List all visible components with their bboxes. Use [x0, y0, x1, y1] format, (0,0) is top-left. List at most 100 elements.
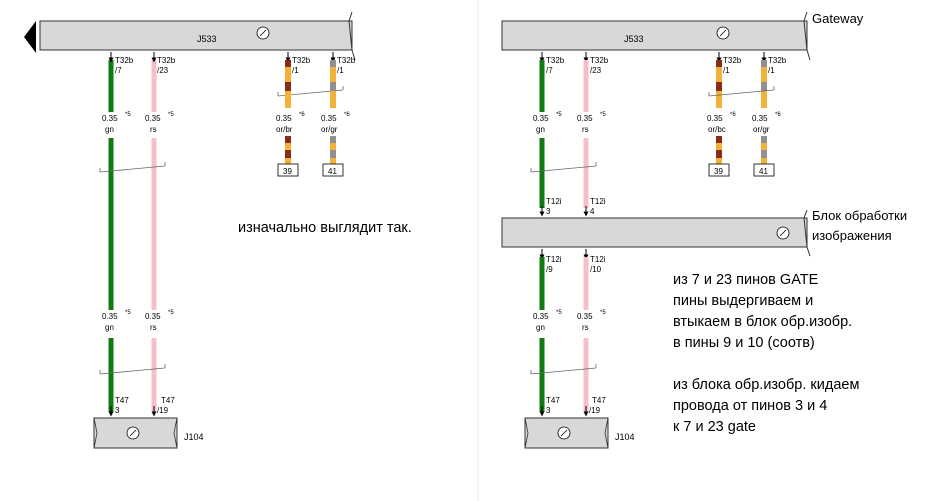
pin-label: T12i	[590, 255, 606, 264]
annotation-line: провода от пинов 3 и 4	[673, 398, 827, 414]
ref-box[interactable]	[708, 163, 730, 177]
ref-number: 39	[714, 167, 723, 176]
wire-color: or/br	[276, 125, 293, 134]
pin-label: T47	[115, 396, 129, 405]
wire-or-br-left	[285, 60, 291, 164]
pin-label: T12i	[546, 197, 562, 206]
wire-size: 0.35	[145, 114, 161, 123]
wire-size: 0.35	[577, 114, 593, 123]
annotation-line: в пины 9 и 10 (соотв)	[673, 335, 815, 351]
wire-size: 0.35	[577, 312, 593, 321]
continuation-arrow[interactable]	[24, 21, 36, 53]
wire-sup: *6	[299, 112, 305, 118]
wire-sup: *6	[344, 112, 350, 118]
ref-number: 41	[759, 167, 768, 176]
pin-label: T32b	[292, 56, 311, 65]
pin-label: T32b	[115, 56, 134, 65]
wire-color: gn	[536, 125, 545, 134]
break-mark	[708, 86, 775, 97]
annotation-line: втыкаем в блок обр.изобр.	[673, 314, 852, 330]
wire-color: rs	[582, 125, 589, 134]
wire-or-bc-right	[716, 60, 722, 164]
pin-number: 3	[546, 207, 551, 216]
wire-color: gn	[105, 323, 114, 332]
ref-number: 41	[328, 167, 337, 176]
pin-label: T47	[161, 396, 175, 405]
wire-or-gr-left	[330, 60, 336, 164]
wire-sup: *6	[775, 112, 781, 118]
pin-number: /1	[768, 66, 775, 75]
wire-color: rs	[582, 323, 589, 332]
module-label: изображения	[812, 228, 892, 243]
pin-number: /1	[337, 66, 344, 75]
pin-number: /9	[546, 265, 553, 274]
wire-size: 0.35	[102, 114, 118, 123]
instruction-annotation: из 7 и 23 пинов GATE пины выдергиваем и …	[673, 272, 859, 435]
break-mark	[530, 364, 597, 375]
pin-number: /23	[157, 66, 169, 75]
pin-number: /23	[590, 66, 602, 75]
ref-box[interactable]	[277, 163, 299, 177]
control-unit-icon	[557, 426, 571, 440]
gateway-id-left: J533	[197, 34, 217, 44]
right-panel: Gateway J533 T32b /7 T32b /23 T32b /1 T3…	[501, 11, 907, 449]
ref-box[interactable]	[753, 163, 775, 177]
pin-number: 3	[546, 406, 551, 415]
wire-size: 0.35	[533, 312, 549, 321]
wire-size: 0.35	[707, 114, 723, 123]
left-panel: J533 T32b /7 T32b /23 T32b /1 T32b /1 0.	[24, 11, 412, 449]
wire-size: 0.35	[145, 312, 161, 321]
wire-size: 0.35	[102, 312, 118, 321]
gateway-box-right[interactable]	[501, 20, 808, 51]
wire-size: 0.35	[276, 114, 292, 123]
pin-label: T12i	[546, 255, 562, 264]
gateway-id-right: J533	[624, 34, 644, 44]
wire-sup: *5	[600, 112, 606, 118]
wire-size: 0.35	[752, 114, 768, 123]
pin-label: T47	[592, 396, 606, 405]
wire-sup: *5	[125, 112, 131, 118]
wire-sup: *5	[556, 310, 562, 316]
break-mark	[530, 162, 597, 173]
pin-number: /19	[157, 406, 169, 415]
wire-color: rs	[150, 323, 157, 332]
pin-number: 4	[590, 207, 595, 216]
ref-box[interactable]	[322, 163, 344, 177]
gateway-label: Gateway	[812, 11, 864, 26]
wire-or-gr-right	[761, 60, 767, 164]
wire-color: or/bc	[708, 125, 726, 134]
pin-number: /10	[590, 265, 602, 274]
annotation-line: пины выдергиваем и	[673, 293, 813, 309]
wire-color: or/gr	[321, 125, 338, 134]
wire-color: or/gr	[753, 125, 770, 134]
gateway-box-left[interactable]	[39, 20, 353, 51]
wire-sup: *5	[556, 112, 562, 118]
wire-color: gn	[105, 125, 114, 134]
control-unit-icon	[776, 226, 790, 240]
pin-number: /19	[589, 406, 601, 415]
wire-sup: *5	[125, 310, 131, 316]
control-unit-icon	[126, 426, 140, 440]
pin-label: T32b	[157, 56, 176, 65]
wire-size: 0.35	[321, 114, 337, 123]
pin-label: T47	[546, 396, 560, 405]
ref-number: 39	[283, 167, 292, 176]
device-id-left: J104	[184, 432, 204, 442]
control-unit-icon	[716, 26, 730, 40]
pin-label: T32b	[768, 56, 787, 65]
wire-sup: *5	[168, 112, 174, 118]
pin-label: T32b	[337, 56, 356, 65]
wire-size: 0.35	[533, 114, 549, 123]
left-note: изначально выглядит так.	[238, 220, 412, 236]
wire-sup: *6	[730, 112, 736, 118]
wire-sup: *5	[168, 310, 174, 316]
control-unit-icon	[256, 26, 270, 40]
wire-color: gn	[536, 323, 545, 332]
pin-number: 3	[115, 406, 120, 415]
image-processing-module[interactable]	[501, 217, 808, 248]
wire-sup: *5	[600, 310, 606, 316]
wire-color: rs	[150, 125, 157, 134]
module-label: Блок обработки	[812, 208, 907, 223]
annotation-line: из блока обр.изобр. кидаем	[673, 377, 859, 393]
